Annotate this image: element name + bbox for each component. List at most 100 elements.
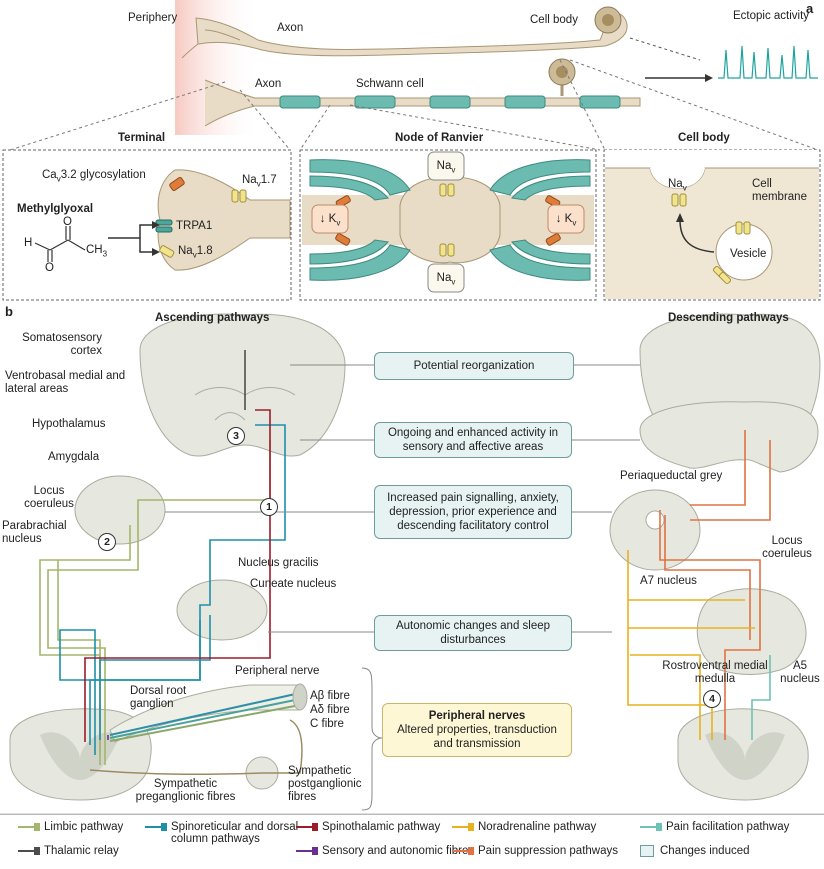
legend-swatch bbox=[452, 846, 474, 855]
left-brain bbox=[139, 313, 346, 457]
a7-label: A7 nucleus bbox=[640, 575, 697, 587]
methylglyoxal-label: Methylglyoxal bbox=[17, 203, 94, 215]
descending-title: Descending pathways bbox=[668, 312, 789, 324]
cellbody-zoom bbox=[605, 150, 819, 299]
legend-item: Pain facilitation pathway bbox=[640, 821, 789, 833]
cellbody-nav: Nav bbox=[668, 178, 687, 193]
marker-1: 1 bbox=[260, 498, 278, 516]
panel-b-letter: b bbox=[5, 304, 13, 319]
mol-ch3: CH3 bbox=[86, 244, 108, 259]
legend: Limbic pathway Spinoreticular and dorsal … bbox=[0, 814, 824, 869]
box-peripheral-nerves: Peripheral nerves Altered properties, tr… bbox=[382, 703, 572, 757]
box-reorganization: Potential reorganization bbox=[374, 352, 574, 380]
panel-a-letter: a bbox=[806, 1, 814, 16]
trpa1-label: TRPA1 bbox=[176, 220, 213, 232]
node-title: Node of Ranvier bbox=[395, 132, 484, 144]
methylglyoxal-molecule bbox=[34, 226, 86, 262]
drg-label: Dorsal root ganglion bbox=[130, 685, 187, 710]
nav18-label: Nav1.8 bbox=[178, 245, 213, 260]
periphery-label: Periphery bbox=[128, 12, 178, 24]
right-pag bbox=[609, 489, 701, 571]
ascending-lines bbox=[39, 350, 286, 765]
legend-swatch bbox=[296, 822, 318, 831]
nav17-label: Nav1.7 bbox=[242, 174, 277, 189]
zoom-lines bbox=[9, 59, 819, 151]
legend-item: Pain suppression pathways bbox=[452, 845, 618, 857]
node-kv-right: ↓ Kv bbox=[555, 213, 577, 228]
cell-body-label: Cell body bbox=[530, 14, 578, 26]
node-kv-left: ↓ Kv bbox=[319, 213, 341, 228]
somatosensory-label: Somatosensory cortex bbox=[22, 332, 102, 357]
legend-swatch bbox=[452, 822, 474, 831]
ventrobasal-label: Ventrobasal medial and lateral areas bbox=[5, 370, 126, 395]
sym-post-label: Sympathetic postganglionic fibres bbox=[288, 765, 362, 803]
marker-3: 3 bbox=[227, 427, 245, 445]
bottom-neuron bbox=[204, 58, 641, 127]
vesicle-label: Vesicle bbox=[730, 248, 767, 260]
nucleus-gracilis-label: Nucleus gracilis bbox=[238, 557, 319, 569]
mol-h: H bbox=[24, 237, 33, 249]
legend-item: Thalamic relay bbox=[18, 845, 119, 857]
peripheral-nerve-label: Peripheral nerve bbox=[235, 665, 320, 677]
legend-label: Spinoreticular and dorsal column pathway… bbox=[171, 821, 299, 845]
schwann-cell-label: Schwann cell bbox=[356, 78, 424, 90]
peripheral-nerve bbox=[109, 683, 308, 743]
legend-swatch bbox=[640, 822, 662, 831]
ascending-title: Ascending pathways bbox=[155, 312, 270, 324]
axon-top-label: Axon bbox=[277, 22, 304, 34]
legend-swatch bbox=[640, 845, 654, 857]
legend-label: Spinothalamic pathway bbox=[322, 821, 441, 833]
node-nav-bottom: Nav bbox=[436, 272, 456, 287]
legend-swatch bbox=[18, 822, 40, 831]
legend-label: Noradrenaline pathway bbox=[478, 821, 597, 833]
locus-right-label: Locus coeruleus bbox=[762, 535, 812, 560]
sym-pre-label: Sympathetic preganglionic fibres bbox=[135, 778, 236, 803]
legend-swatch bbox=[145, 822, 167, 831]
cuneate-label: Cuneate nucleus bbox=[250, 578, 337, 590]
axon-bottom-label: Axon bbox=[255, 78, 282, 90]
hypothalamus-label: Hypothalamus bbox=[32, 418, 106, 430]
mol-o1: O bbox=[63, 216, 72, 228]
locus-left-label: Locus coeruleus bbox=[24, 485, 74, 510]
box-autonomic: Autonomic changes and sleep disturbances bbox=[374, 615, 572, 651]
rvm-label: Rostroventral medial medulla bbox=[662, 660, 768, 685]
mol-o2: O bbox=[45, 262, 54, 274]
left-brainstem bbox=[74, 475, 166, 545]
legend-label: Changes induced bbox=[660, 845, 750, 858]
adelta-label: Aδ fibre bbox=[310, 704, 350, 716]
descending-lines bbox=[627, 430, 771, 740]
legend-label: Pain facilitation pathway bbox=[666, 821, 790, 833]
box-increased: Increased pain signalling, anxiety, depr… bbox=[374, 485, 572, 539]
legend-swatch bbox=[296, 846, 318, 855]
legend-label: Limbic pathway bbox=[44, 821, 124, 833]
legend-label: Sensory and autonomic fibres bbox=[322, 845, 475, 857]
legend-label: Pain suppression pathways bbox=[478, 845, 618, 857]
legend-item: Sensory and autonomic fibres bbox=[296, 845, 474, 857]
abeta-label: Aβ fibre bbox=[310, 690, 350, 702]
cellbody-title: Cell body bbox=[678, 132, 730, 144]
a5-label: A5 nucleus bbox=[780, 660, 820, 685]
legend-label: Thalamic relay bbox=[44, 845, 119, 857]
amygdala-label: Amygdala bbox=[48, 451, 100, 463]
legend-item: Spinothalamic pathway bbox=[296, 821, 440, 833]
terminal-title: Terminal bbox=[118, 132, 166, 144]
node-nav-top: Nav bbox=[436, 160, 456, 175]
terminal-shape bbox=[157, 169, 291, 271]
pag-label: Periaqueductal grey bbox=[620, 470, 723, 482]
ectopic-trace bbox=[718, 45, 818, 79]
legend-item: Spinoreticular and dorsal column pathway… bbox=[145, 821, 306, 845]
top-neuron bbox=[181, 12, 628, 59]
right-brain bbox=[639, 313, 821, 473]
legend-swatch bbox=[18, 846, 40, 855]
cell-membrane-label: Cell membrane bbox=[752, 178, 807, 203]
marker-4: 4 bbox=[703, 690, 721, 708]
legend-item: Noradrenaline pathway bbox=[452, 821, 596, 833]
ectopic-activity-label: Ectopic activity bbox=[733, 10, 810, 22]
node-of-ranvier bbox=[302, 151, 594, 293]
marker-2: 2 bbox=[98, 533, 116, 551]
cav-label: Cav3.2 glycosylation bbox=[42, 169, 146, 184]
parabrachial-label: Parabrachial nucleus bbox=[2, 520, 67, 545]
cfibre-label: C fibre bbox=[310, 718, 344, 730]
